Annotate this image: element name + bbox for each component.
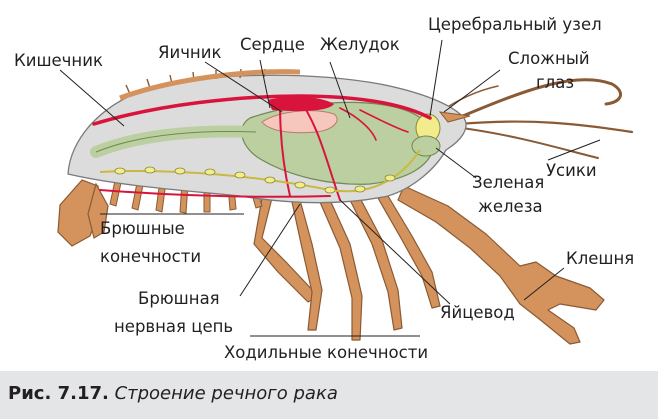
label-oviduct: Яйцевод [440, 303, 515, 322]
label-compound-eye-line2: глаз [536, 73, 574, 92]
label-nerve-cord-line1: Брюшная [138, 289, 220, 308]
label-nerve-cord-line2: нервная цепь [114, 317, 233, 336]
label-green-gland-line1: Зеленая [472, 173, 544, 192]
label-walking-legs: Ходильные конечности [224, 343, 428, 362]
label-claw: Клешня [566, 249, 634, 268]
label-green-gland-line2: железа [478, 197, 543, 216]
figure-caption: Рис. 7.17. Строение речного рака [8, 383, 338, 404]
label-heart: Сердце [240, 35, 305, 54]
label-compound-eye-line1: Сложный [508, 49, 590, 68]
caption-text: Строение речного рака [115, 383, 338, 404]
label-cerebral-ganglion: Церебральный узел [428, 15, 602, 34]
label-intestine: Кишечник [14, 51, 103, 70]
walking-legs [254, 186, 604, 344]
caption-number: Рис. 7.17. [8, 383, 109, 404]
label-ovary: Яичник [158, 43, 221, 62]
label-antennae: Усики [546, 161, 597, 180]
label-abdominal-limbs-line2: конечности [100, 247, 201, 266]
label-abdominal-limbs-line1: Брюшные [100, 219, 185, 238]
label-stomach: Желудок [320, 35, 400, 54]
